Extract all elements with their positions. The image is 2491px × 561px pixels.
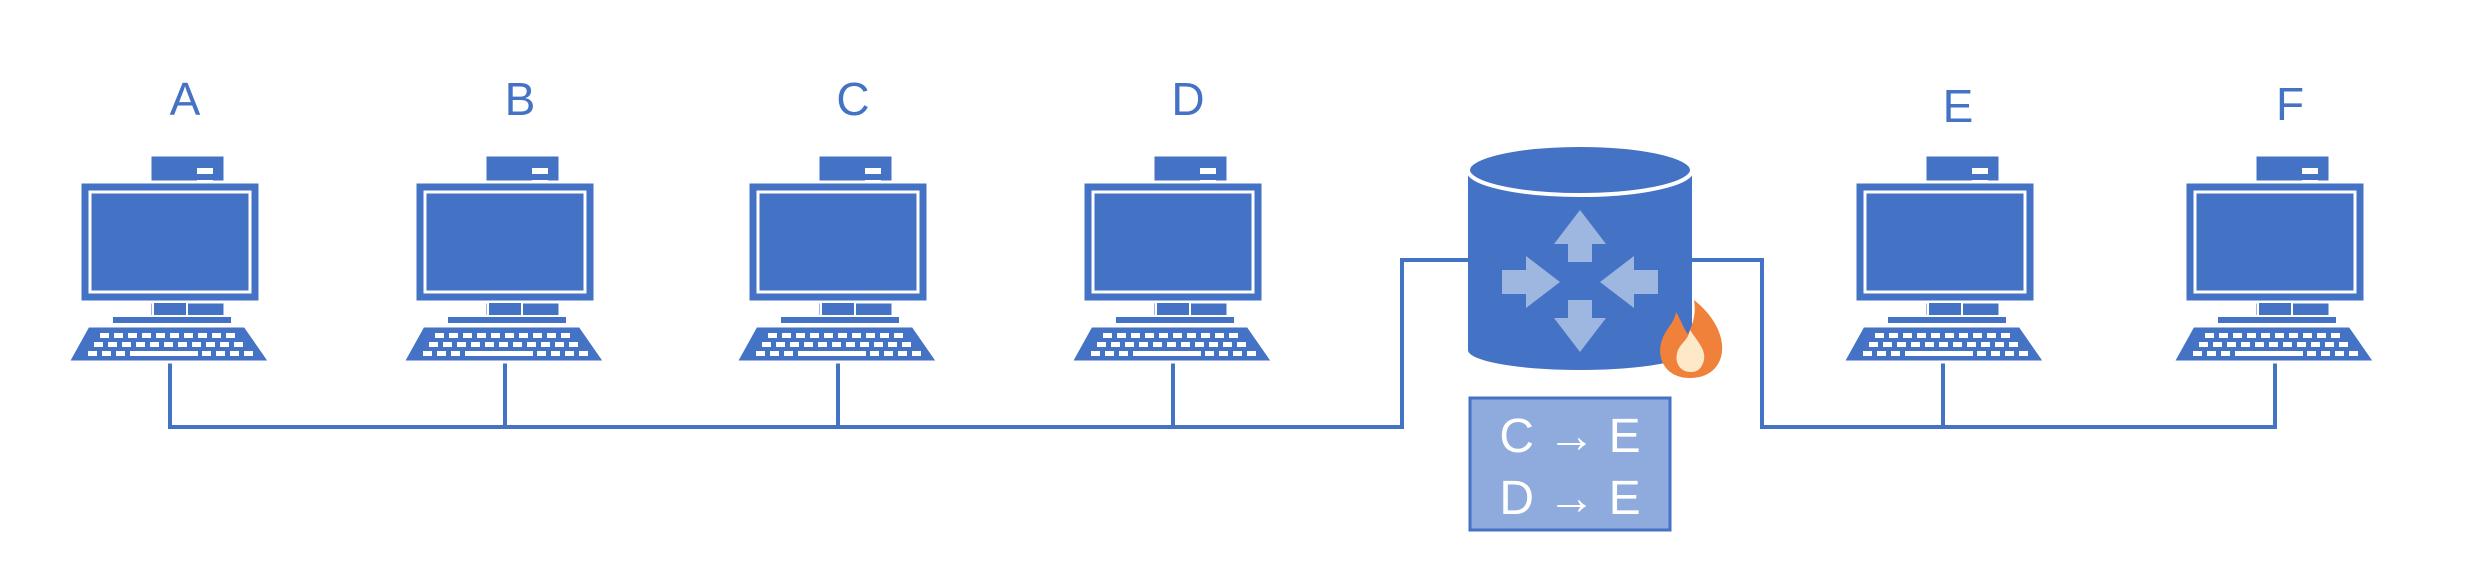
computer-f-icon (2171, 153, 2377, 364)
node-label-b: B (505, 73, 536, 125)
link-right-bus (1690, 258, 2277, 429)
rule-d-to-e: D → E (1499, 472, 1640, 525)
computer-b-icon (401, 153, 607, 364)
router-cylinder-icon (1466, 143, 1694, 370)
node-label-a: A (170, 73, 201, 125)
node-label-d: D (1171, 73, 1204, 125)
flame-icon (1660, 300, 1723, 378)
firewall-rules-box: C → E D → E (1468, 396, 1672, 532)
node-label-e: E (1943, 80, 1974, 132)
link-left-bus (168, 258, 1470, 429)
node-label-c: C (836, 73, 869, 125)
computer-a-icon (66, 153, 272, 364)
network-links (168, 258, 2277, 429)
computer-e-icon (1841, 153, 2047, 364)
node-label-f: F (2276, 78, 2304, 130)
computer-d-icon (1069, 153, 1275, 364)
computer-c-icon (734, 153, 940, 364)
rule-c-to-e: C → E (1499, 410, 1640, 463)
